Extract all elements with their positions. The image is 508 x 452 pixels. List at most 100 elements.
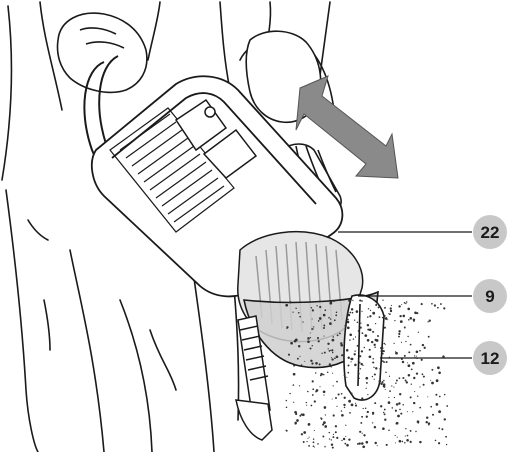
debris-particle [404, 302, 406, 304]
debris-particle [333, 385, 334, 386]
debris-particle [345, 425, 346, 426]
debris-particle [360, 368, 361, 369]
debris-particle [434, 304, 436, 306]
debris-particle [306, 441, 307, 442]
debris-particle [351, 404, 354, 407]
debris-particle [382, 427, 385, 430]
debris-particle [379, 316, 381, 318]
debris-particle [407, 336, 408, 337]
debris-particle [367, 411, 369, 413]
debris-particle [372, 331, 374, 333]
debris-particle [395, 352, 398, 355]
debris-particle [344, 324, 346, 326]
debris-particle [444, 394, 445, 395]
debris-particle [292, 311, 293, 312]
debris-particle [329, 363, 331, 365]
debris-particle [393, 343, 394, 344]
debris-particle [290, 342, 293, 345]
debris-particle [364, 347, 366, 349]
debris-particle [438, 442, 440, 444]
debris-particle [440, 303, 442, 305]
debris-particle [388, 430, 390, 432]
debris-particle [372, 358, 374, 360]
debris-particle [338, 393, 340, 395]
debris-particle [335, 431, 337, 433]
debris-particle [289, 393, 290, 394]
debris-particle [310, 337, 311, 338]
debris-particle [318, 340, 320, 342]
debris-particle [355, 403, 356, 404]
debris-particle [396, 380, 398, 382]
debris-particle [395, 410, 397, 412]
debris-particle [431, 382, 434, 385]
debris-particle [374, 346, 376, 348]
debris-particle [375, 304, 377, 306]
callout-label-12: 12 [481, 349, 500, 368]
debris-particle [330, 318, 331, 319]
debris-particle [363, 434, 365, 436]
debris-particle [344, 397, 346, 399]
debris-particle [349, 339, 350, 340]
debris-particle [441, 428, 443, 430]
debris-particle [319, 317, 322, 320]
debris-particle [385, 371, 387, 373]
debris-particle [389, 390, 391, 392]
debris-particle [323, 336, 324, 337]
debris-particle [311, 329, 312, 330]
debris-particle [346, 377, 347, 378]
debris-particle [359, 431, 361, 433]
debris-particle [343, 404, 345, 406]
debris-particle [421, 359, 423, 361]
debris-particle [323, 327, 325, 329]
debris-particle [360, 327, 362, 329]
debris-particle [395, 382, 397, 384]
debris-particle [331, 443, 333, 445]
debris-particle [285, 304, 288, 307]
debris-particle [293, 384, 295, 386]
debris-particle [314, 400, 316, 402]
debris-particle [353, 338, 354, 339]
debris-particle [379, 368, 380, 369]
debris-particle [354, 353, 356, 355]
debris-particle [361, 311, 362, 312]
debris-particle [384, 315, 386, 317]
debris-particle [377, 445, 378, 446]
debris-particle [384, 419, 386, 421]
debris-particle [359, 355, 361, 357]
debris-particle [341, 354, 343, 356]
debris-particle [346, 444, 349, 447]
debris-particle [398, 333, 400, 335]
debris-particle [366, 382, 368, 384]
debris-particle [405, 436, 406, 437]
debris-particle [417, 420, 420, 423]
debris-particle [320, 373, 323, 376]
debris-particle [422, 373, 424, 375]
debris-particle [394, 397, 395, 398]
debris-particle [348, 314, 351, 317]
callout-12: 12 [473, 341, 507, 375]
debris-particle [410, 344, 412, 346]
debris-particle [333, 301, 334, 302]
debris-particle [309, 437, 310, 438]
debris-particle [405, 341, 406, 342]
debris-particle [336, 355, 339, 358]
debris-particle [388, 401, 391, 404]
debris-particle [355, 405, 357, 407]
debris-particle [400, 413, 402, 415]
debris-particle [340, 342, 342, 344]
debris-particle [375, 367, 377, 369]
debris-particle [356, 310, 359, 313]
debris-particle [373, 367, 374, 368]
debris-particle [446, 444, 447, 445]
debris-particle [311, 307, 313, 309]
debris-particle [358, 330, 359, 331]
debris-particle [439, 396, 441, 398]
debris-particle [365, 408, 367, 410]
debris-particle [320, 417, 322, 419]
debris-particle [329, 432, 330, 433]
debris-particle [367, 339, 370, 342]
debris-particle [298, 345, 300, 347]
debris-particle [329, 350, 331, 352]
debris-particle [361, 363, 363, 365]
debris-particle [294, 411, 297, 414]
